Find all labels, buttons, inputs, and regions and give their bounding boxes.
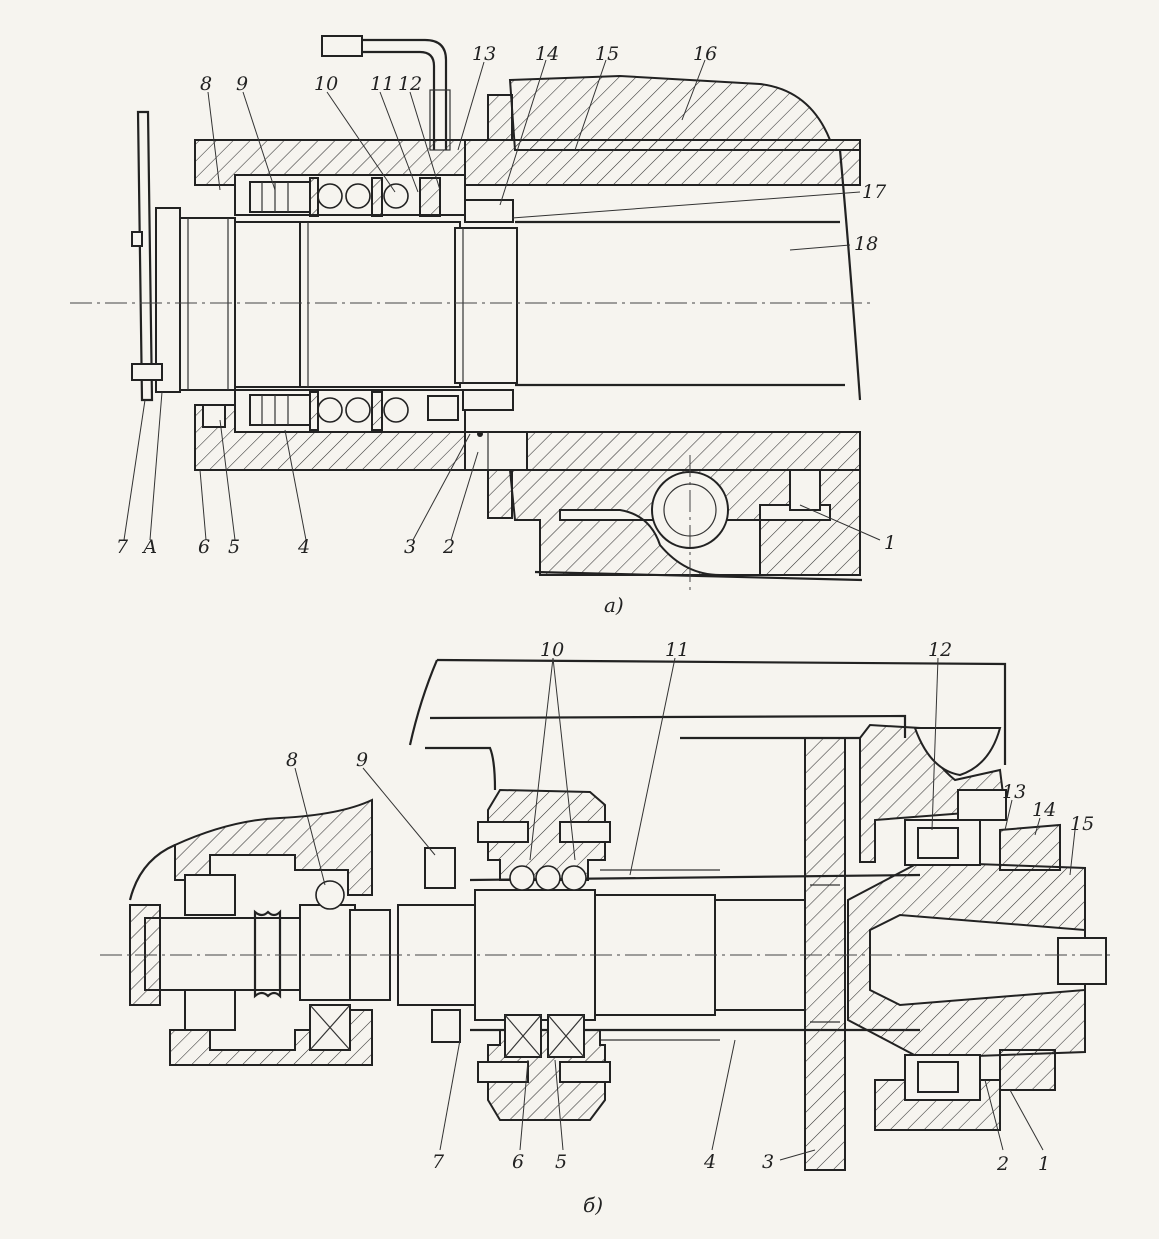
callout-a-4: 4 [297, 536, 310, 558]
callout-b-9: 9 [356, 749, 368, 771]
callout-b-10: 10 [540, 639, 564, 661]
view-b-callouts: 1 2 3 4 5 6 7 8 9 10 11 12 13 14 15 б) [286, 639, 1094, 1217]
callout-b-2: 2 [996, 1153, 1009, 1175]
callout-b-11: 11 [665, 639, 689, 661]
view-b-drawing [100, 658, 1115, 1171]
bearings-upper [249, 177, 441, 217]
callout-b-12: 12 [928, 639, 952, 661]
callout-a-17: 17 [862, 181, 887, 203]
callout-a-12: 12 [398, 73, 422, 95]
callout-a-10: 10 [314, 73, 338, 95]
callout-b-5: 5 [555, 1151, 567, 1173]
callout-a-15: 15 [595, 43, 619, 65]
caption-view-a: а) [604, 593, 624, 617]
view-b-leaders [294, 657, 1076, 1161]
callout-b-6: 6 [512, 1151, 524, 1173]
callout-a-11: 11 [370, 73, 394, 95]
callout-a-8: 8 [200, 73, 212, 95]
callout-a-5: 5 [228, 536, 240, 558]
callout-a-2: 2 [442, 536, 455, 558]
callout-a-9: 9 [236, 73, 248, 95]
callout-b-3: 3 [762, 1151, 774, 1173]
callout-a-18: 18 [854, 233, 878, 255]
callout-a-3: 3 [404, 536, 416, 558]
callout-a-1: 1 [884, 532, 896, 554]
face-plate [131, 110, 181, 402]
callout-b-15: 15 [1070, 813, 1094, 835]
callout-a-7: 7 [116, 536, 129, 558]
callout-b-14: 14 [1032, 799, 1056, 821]
callout-a-6: 6 [198, 536, 210, 558]
callout-a-A: А [141, 536, 157, 558]
view-a-callouts: 1 2 3 4 5 6 А 7 8 9 10 11 12 13 14 15 16… [116, 43, 896, 617]
callout-a-16: 16 [693, 43, 717, 65]
spindle-shaft [179, 149, 862, 401]
view-a-drawing [70, 35, 870, 590]
gear [804, 737, 846, 1171]
callout-b-1: 1 [1038, 1153, 1050, 1175]
callout-a-14: 14 [535, 43, 559, 65]
callout-b-13: 13 [1002, 781, 1026, 803]
callout-b-7: 7 [432, 1151, 445, 1173]
view-a-leaders [123, 59, 881, 541]
oil-pipe [321, 35, 451, 151]
caption-view-b: б) [583, 1193, 603, 1217]
input-shaft [129, 874, 391, 1051]
bearing-block-upper [487, 788, 606, 881]
bearings-lower [249, 391, 459, 431]
callout-b-8: 8 [286, 749, 298, 771]
sleeve-upper [464, 139, 861, 186]
left-housing-upper [174, 798, 373, 896]
callout-b-4: 4 [703, 1151, 716, 1173]
callout-a-13: 13 [472, 43, 496, 65]
